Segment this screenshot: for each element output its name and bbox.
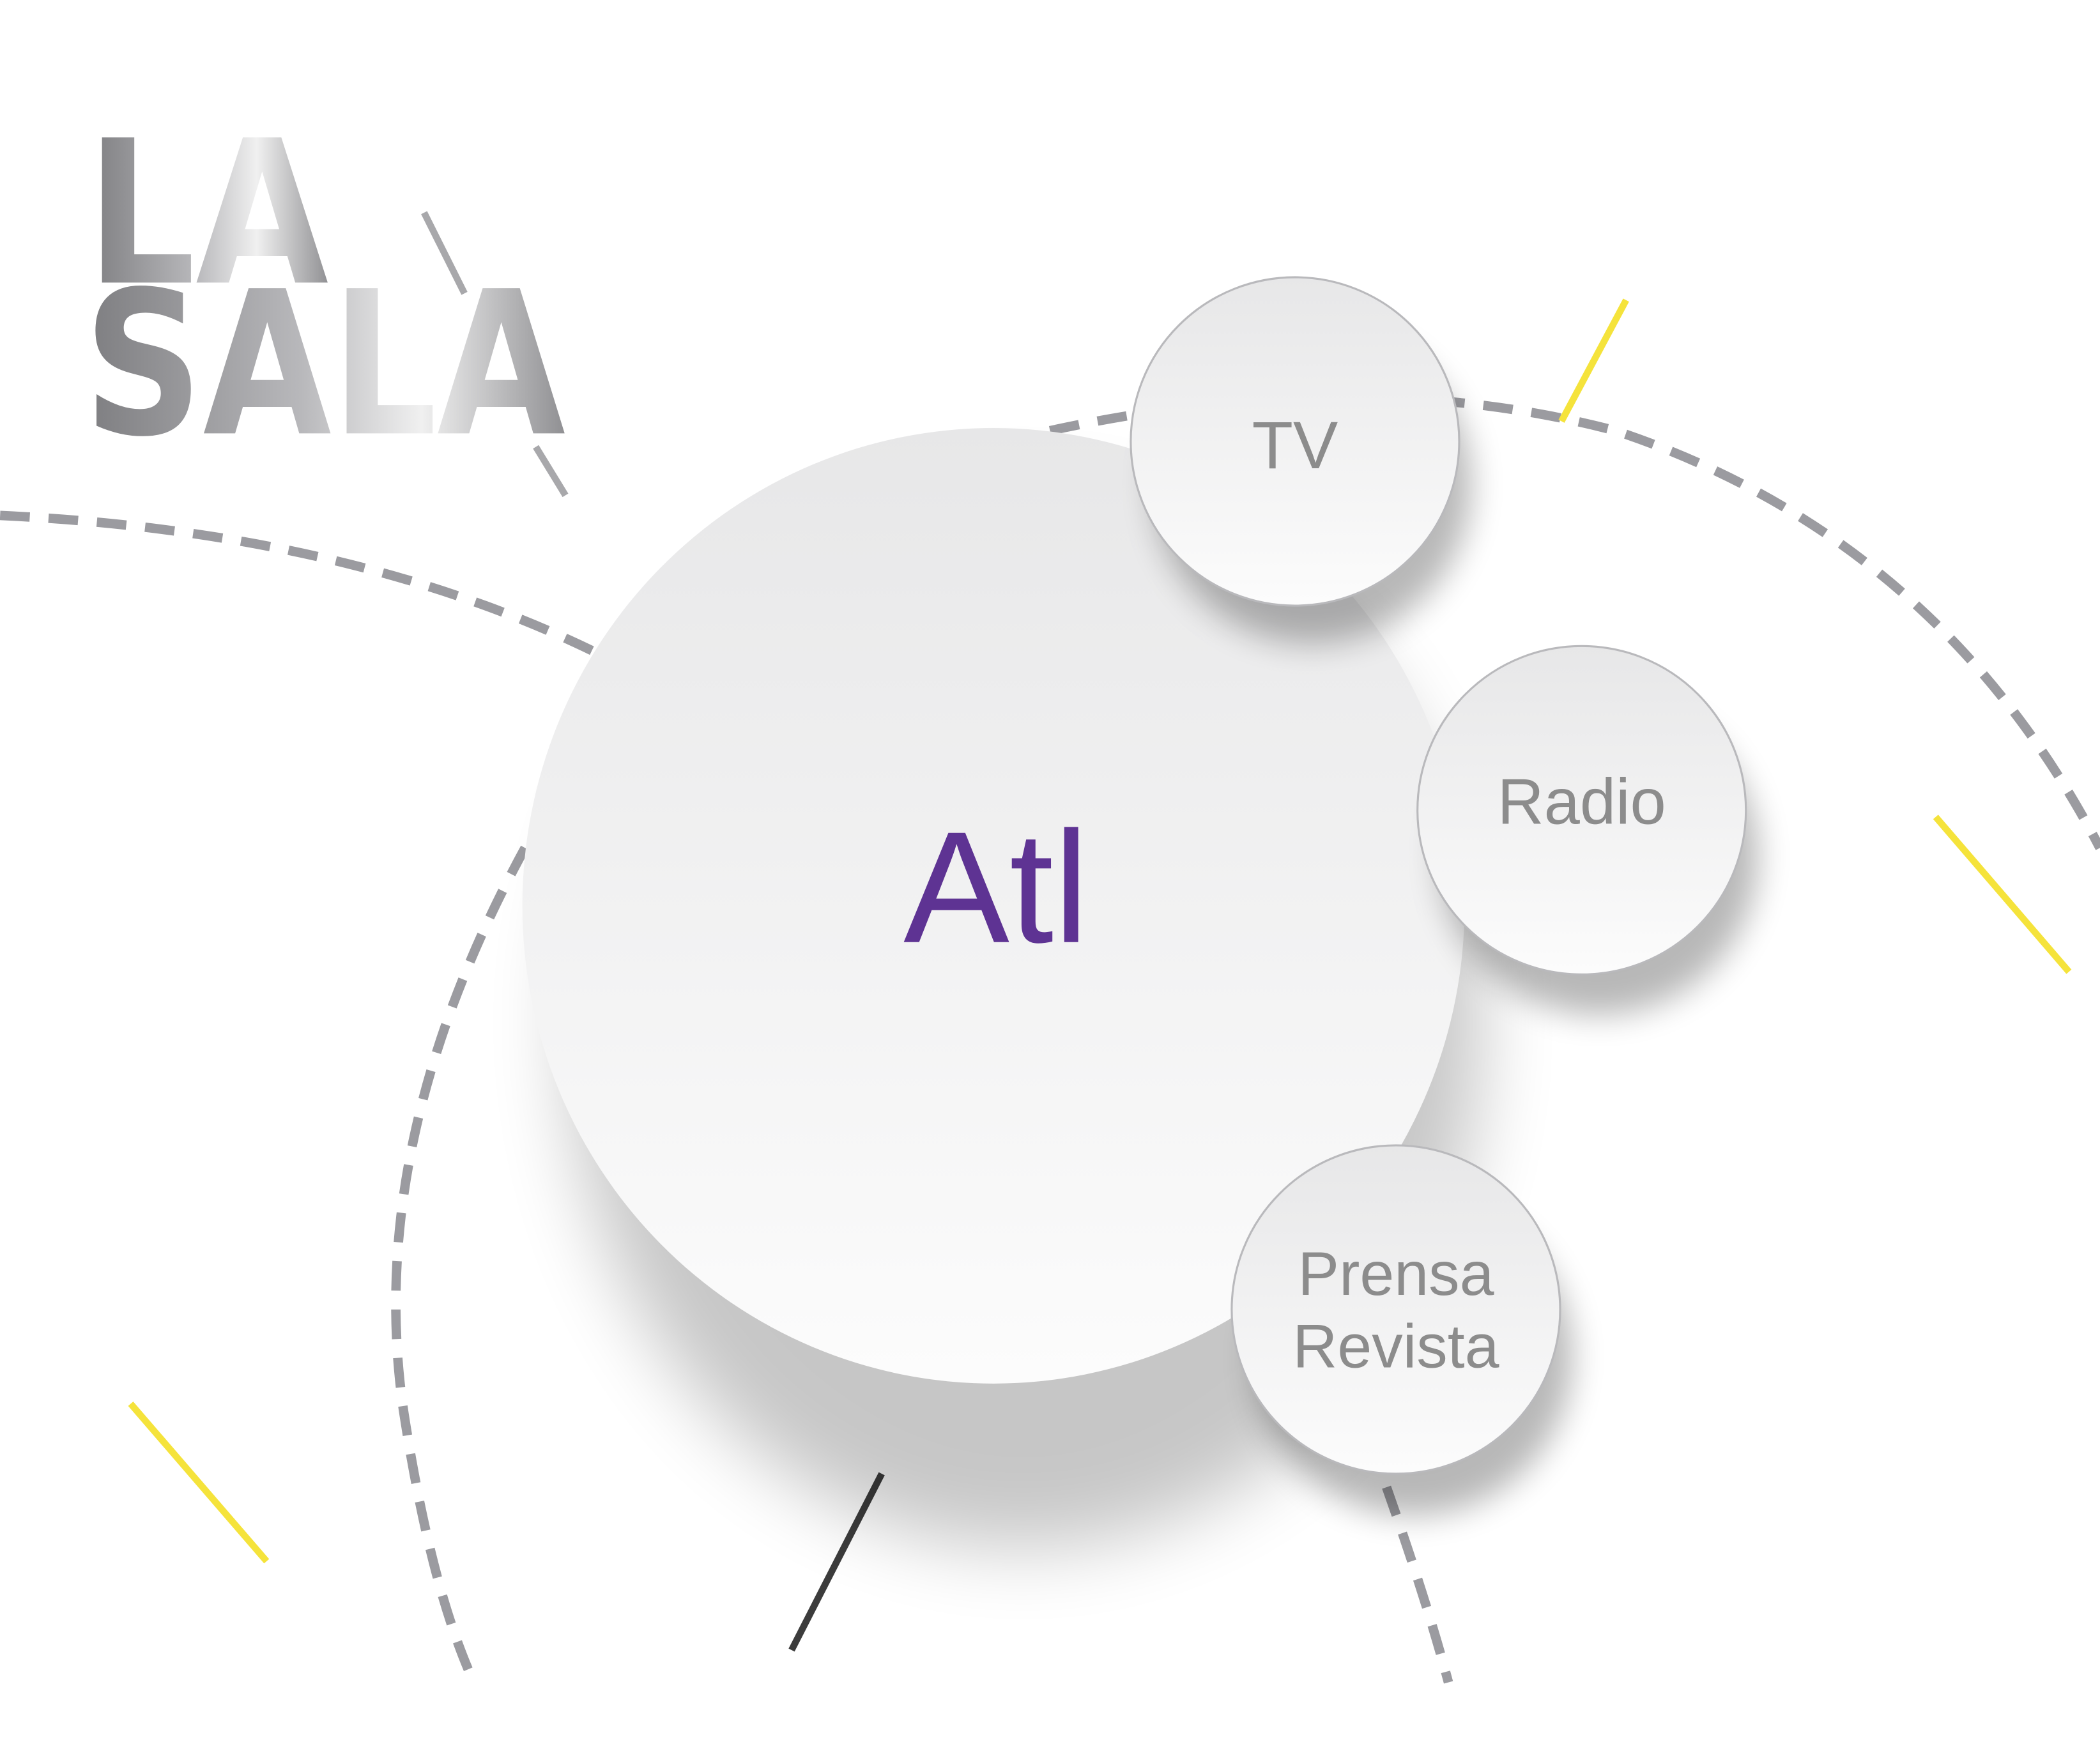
la-sala-logo: LA SALA	[84, 98, 567, 480]
satellite-label-prensa-line1: Prensa	[1298, 1239, 1494, 1308]
satellite-circle-prensa	[1230, 1144, 1561, 1475]
gray-stroke-logo-bottom	[533, 445, 569, 498]
accent-strokes	[128, 211, 2072, 1652]
satellite-node-prensa: Prensa Revista	[1230, 1144, 1572, 1516]
logo-line-1: LA	[86, 98, 330, 330]
satellite-label-tv: TV	[1252, 408, 1338, 483]
logo-line-2: SALA	[84, 249, 567, 480]
yellow-stroke-right	[1933, 814, 2072, 974]
satellite-label-prensa-line2: Revista	[1292, 1311, 1499, 1381]
satellite-node-tv: TV	[1130, 276, 1471, 644]
central-node-label: Atl	[903, 799, 1089, 976]
satellite-circle-tv	[1130, 276, 1460, 607]
yellow-stroke-top	[1558, 298, 1629, 423]
satellite-label-radio: Radio	[1498, 765, 1666, 837]
central-node-circle	[522, 427, 1465, 1384]
dashed-arc-lower-left	[391, 845, 530, 1685]
dashed-arc-lower-right	[1382, 1485, 1453, 1684]
yellow-stroke-bottom-left	[128, 1401, 270, 1564]
gray-stroke-logo-top	[421, 211, 468, 295]
dashed-arc-left	[0, 510, 601, 659]
satellite-circle-radio	[1416, 645, 1747, 975]
satellite-node-radio: Radio	[1416, 645, 1758, 1015]
